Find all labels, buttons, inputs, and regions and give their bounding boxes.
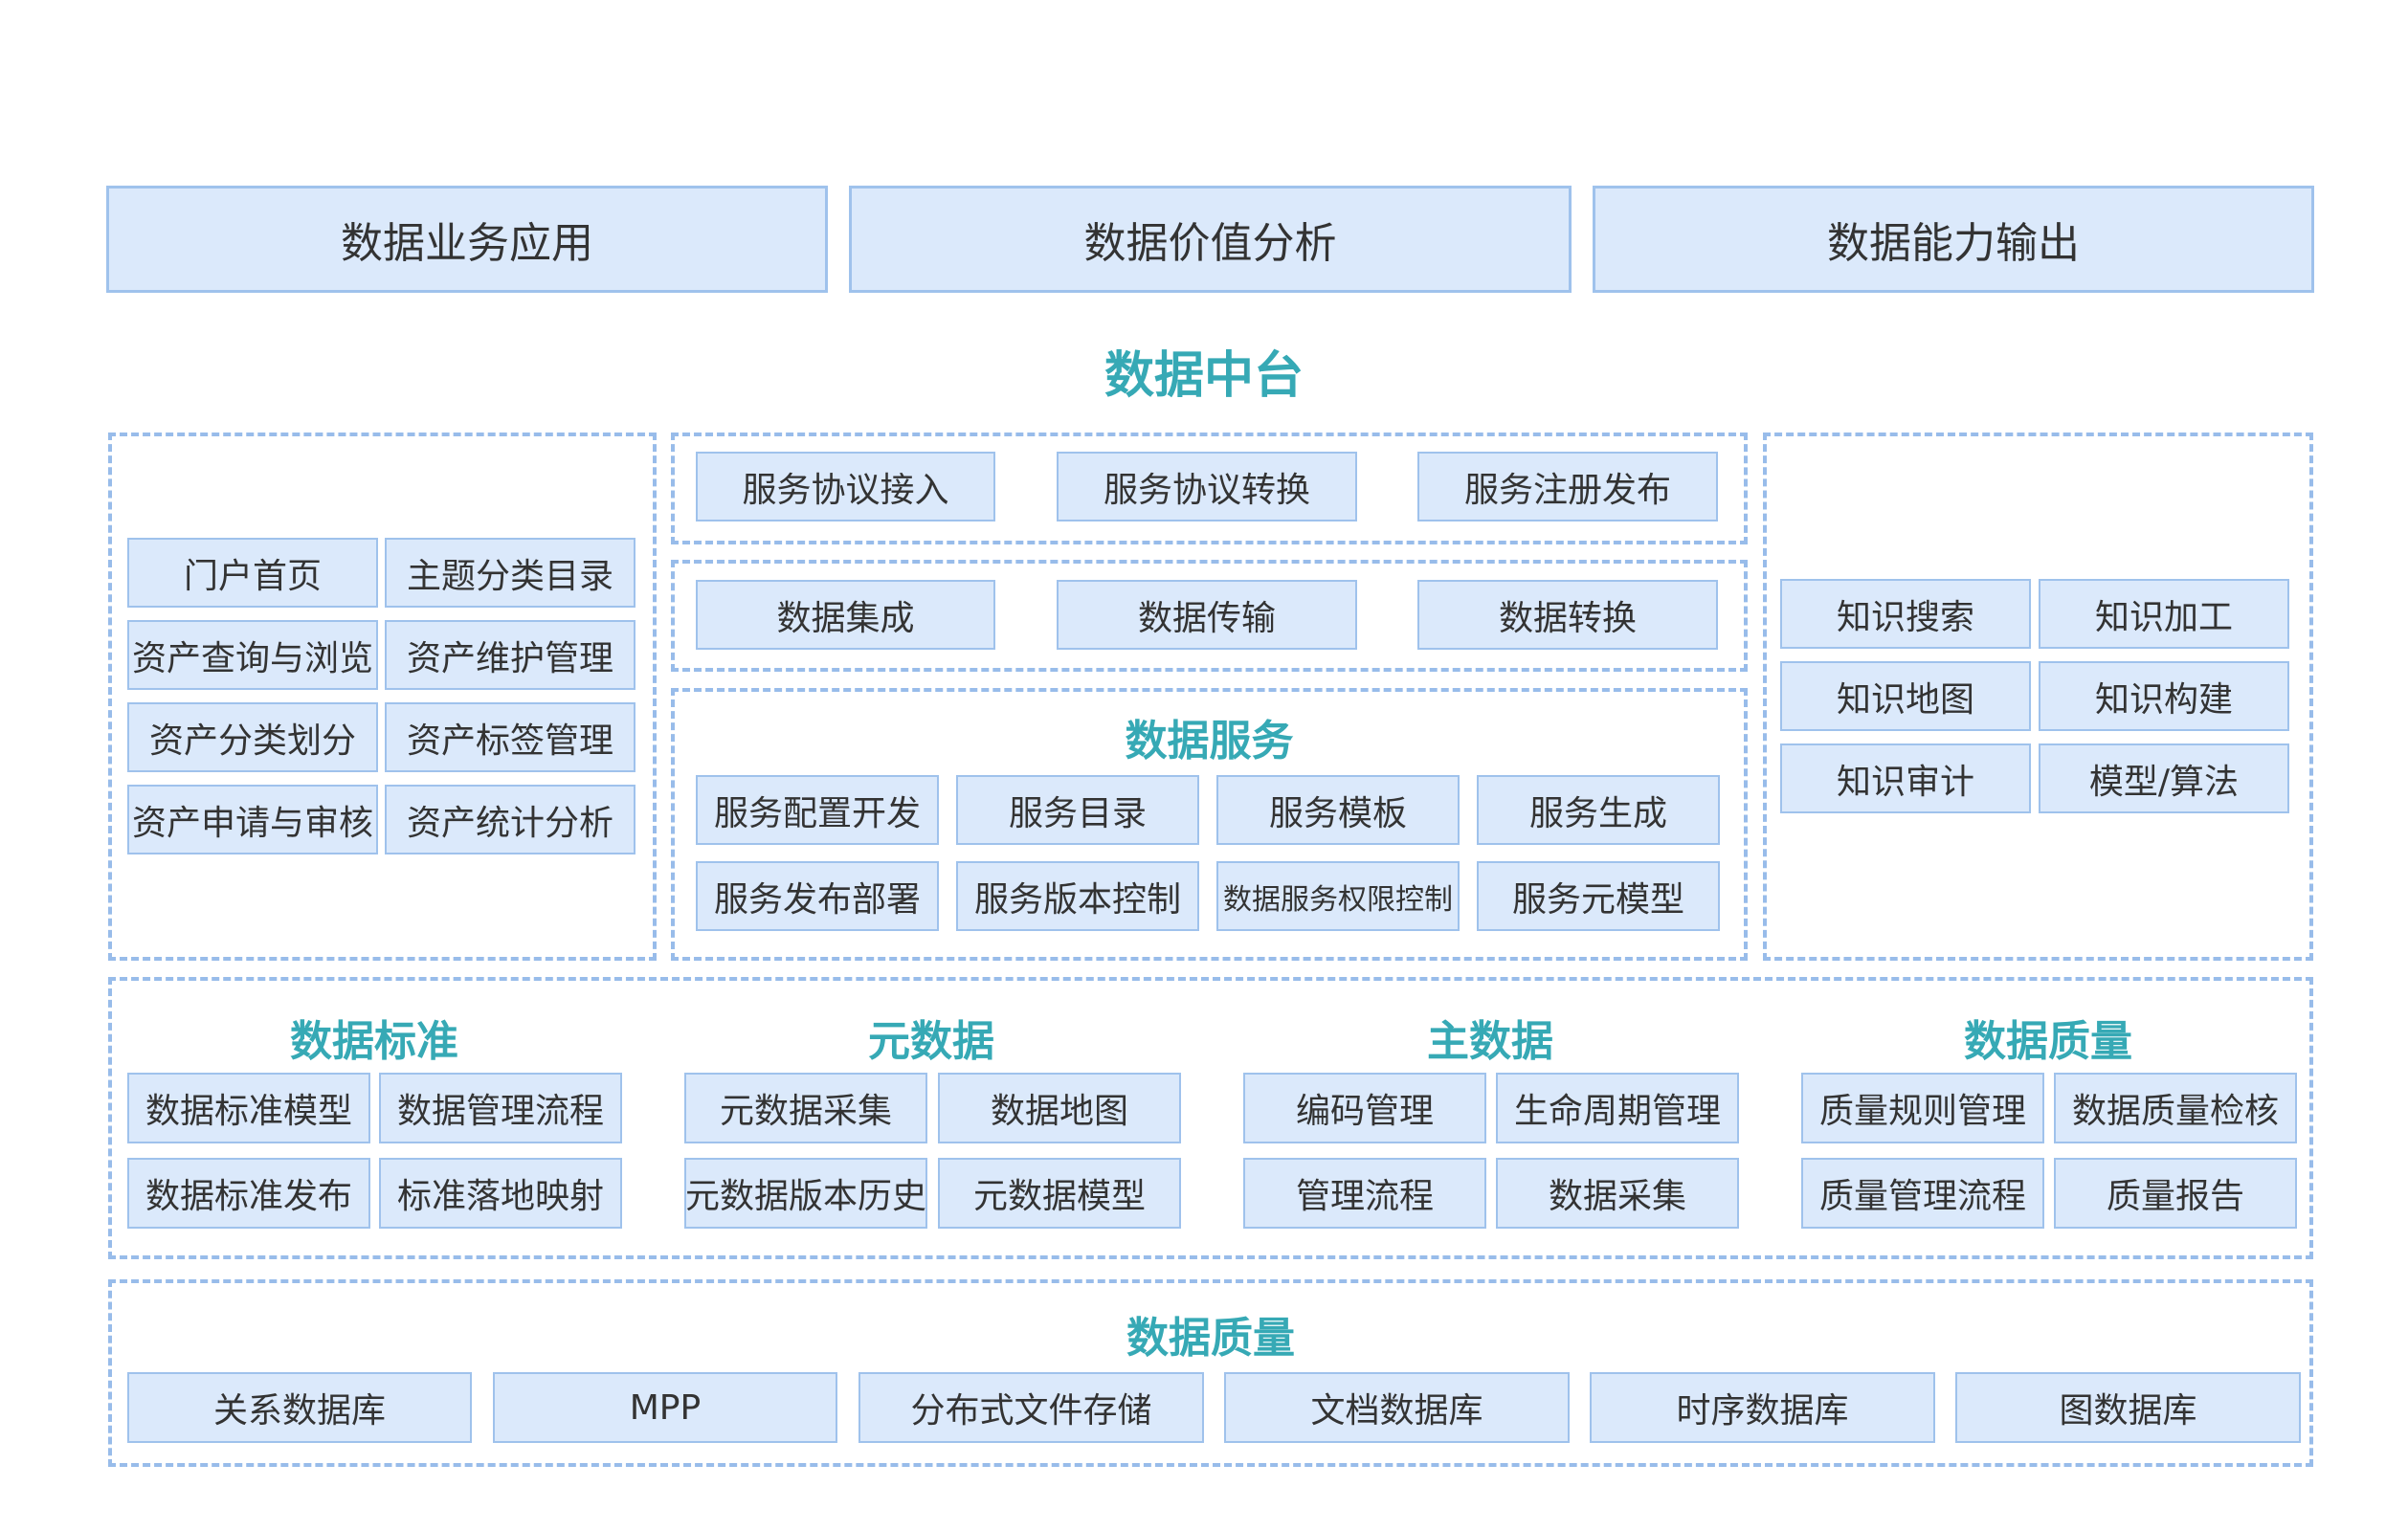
quality-check: 数据质量检核 — [2054, 1073, 2297, 1143]
portal-item-asset-query: 资产查询与浏览 — [127, 620, 378, 690]
knowledge-frame — [1763, 433, 2313, 961]
data-transfer-frame — [671, 560, 1748, 672]
master-process: 管理流程 — [1243, 1158, 1486, 1229]
quality-report: 质量报告 — [2054, 1158, 2297, 1229]
service-template: 服务模板 — [1216, 775, 1460, 845]
knowledge-map: 知识地图 — [1780, 661, 2031, 731]
service-config-dev: 服务配置开发 — [696, 775, 939, 845]
service-catalog: 服务目录 — [956, 775, 1199, 845]
model-algorithm: 模型/算法 — [2039, 743, 2289, 813]
app-box-business: 数据业务应用 — [106, 186, 828, 293]
data-transmission: 数据传输 — [1057, 580, 1357, 650]
app-box-value: 数据价值分析 — [849, 186, 1572, 293]
app-box-capability: 数据能力输出 — [1593, 186, 2314, 293]
service-registration: 服务注册发布 — [1417, 452, 1718, 521]
portal-item-asset-classification: 资产分类划分 — [127, 702, 378, 772]
standards-mapping: 标准落地映射 — [379, 1158, 622, 1229]
platform-title: 数据中台 — [1104, 347, 1304, 405]
storage-title: 数据质量 — [1126, 1314, 1295, 1363]
master-collection: 数据采集 — [1496, 1158, 1739, 1229]
storage-distributed-file: 分布式文件存储 — [858, 1372, 1204, 1443]
metadata-version-history: 元数据版本历史 — [684, 1158, 927, 1229]
service-protocol-access: 服务协议接入 — [696, 452, 995, 521]
service-meta-model: 服务元模型 — [1477, 861, 1720, 931]
master-lifecycle: 生命周期管理 — [1496, 1073, 1739, 1143]
portal-item-asset-statistics: 资产统计分析 — [385, 785, 635, 854]
quality-rules: 质量规则管理 — [1801, 1073, 2044, 1143]
standards-model: 数据标准模型 — [127, 1073, 370, 1143]
service-permission-control: 数据服务权限控制 — [1216, 861, 1460, 931]
storage-mpp: MPP — [493, 1372, 837, 1443]
knowledge-audit: 知识审计 — [1780, 743, 2031, 813]
portal-item-asset-maintenance: 资产维护管理 — [385, 620, 635, 690]
quality-process: 质量管理流程 — [1801, 1158, 2044, 1229]
data-conversion: 数据转换 — [1417, 580, 1718, 650]
storage-timeseries-db: 时序数据库 — [1590, 1372, 1935, 1443]
knowledge-construction: 知识构建 — [2039, 661, 2289, 731]
standards-publish: 数据标准发布 — [127, 1158, 370, 1229]
service-protocol-conversion: 服务协议转换 — [1057, 452, 1357, 521]
storage-frame — [108, 1279, 2313, 1467]
portal-item-asset-approval: 资产申请与审核 — [127, 785, 378, 854]
service-generation: 服务生成 — [1477, 775, 1720, 845]
service-protocol-frame — [671, 433, 1748, 544]
master-code-management: 编码管理 — [1243, 1073, 1486, 1143]
storage-document-db: 文档数据库 — [1224, 1372, 1570, 1443]
portal-item-topic-catalog: 主题分类目录 — [385, 538, 635, 608]
portal-frame — [108, 433, 657, 961]
portal-item-asset-tags: 资产标签管理 — [385, 702, 635, 772]
knowledge-search: 知识搜索 — [1780, 579, 2031, 649]
data-service-title: 数据服务 — [1125, 717, 1294, 766]
data-integration: 数据集成 — [696, 580, 995, 650]
governance-frame — [108, 977, 2313, 1259]
governance-title-standards: 数据标准 — [290, 1017, 458, 1066]
governance-title-quality: 数据质量 — [1964, 1017, 2132, 1066]
metadata-model: 元数据模型 — [938, 1158, 1181, 1229]
standards-process: 数据管理流程 — [379, 1073, 622, 1143]
portal-item-home: 门户首页 — [127, 538, 378, 608]
governance-title-metadata: 元数据 — [868, 1017, 994, 1066]
knowledge-processing: 知识加工 — [2039, 579, 2289, 649]
metadata-map: 数据地图 — [938, 1073, 1181, 1143]
metadata-collection: 元数据采集 — [684, 1073, 927, 1143]
storage-graph-db: 图数据库 — [1955, 1372, 2301, 1443]
data-service-frame — [671, 688, 1748, 961]
service-deployment: 服务发布部署 — [696, 861, 939, 931]
governance-title-master-data: 主数据 — [1427, 1017, 1553, 1066]
service-version-control: 服务版本控制 — [956, 861, 1199, 931]
storage-relational-db: 关系数据库 — [127, 1372, 472, 1443]
